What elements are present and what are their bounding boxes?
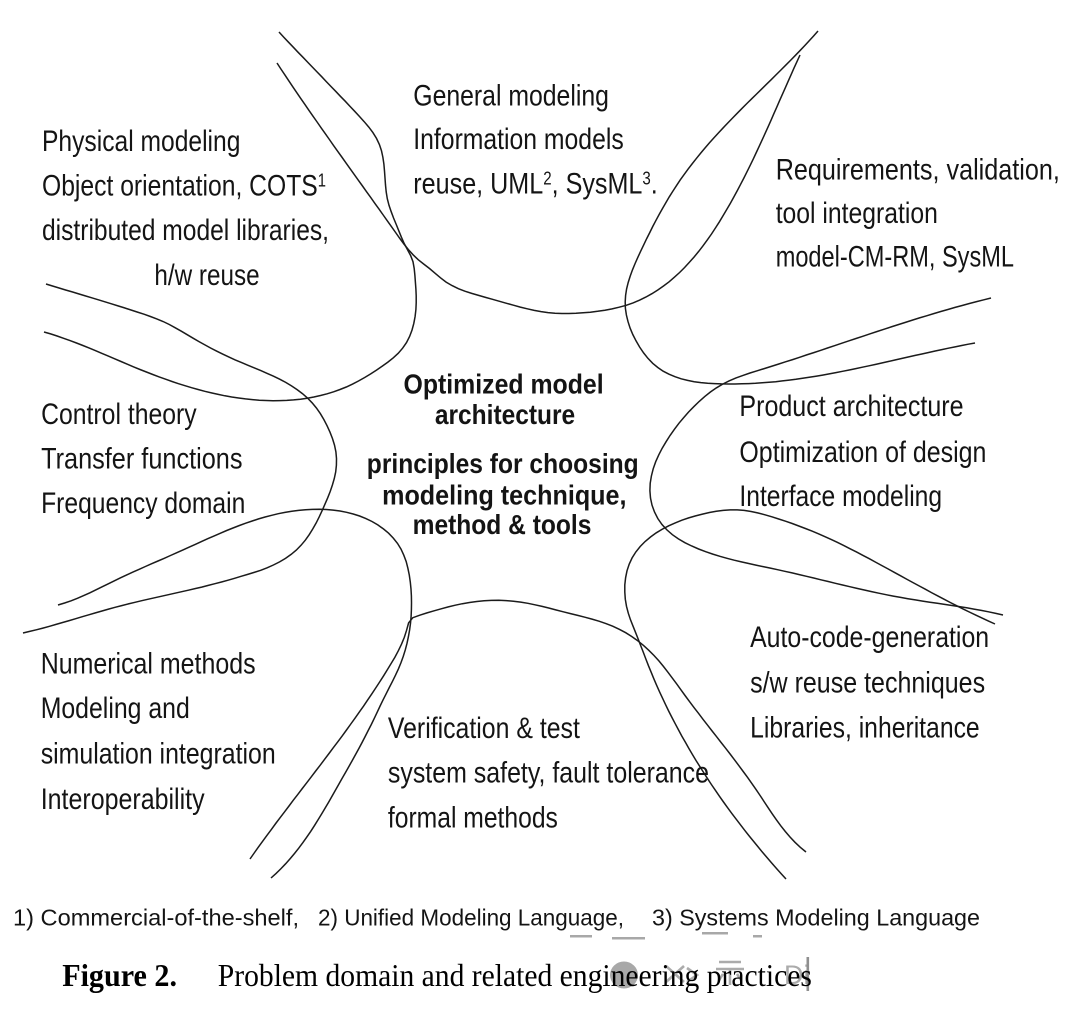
svg-text:Information models: Information models xyxy=(413,123,623,156)
svg-text:Requirements, validation,: Requirements, validation, xyxy=(776,154,1060,187)
svg-text:modeling technique,: modeling technique, xyxy=(382,480,626,511)
svg-text:Transfer functions: Transfer functions xyxy=(41,443,242,476)
svg-text:General modeling: General modeling xyxy=(413,80,609,113)
svg-text:Modeling and: Modeling and xyxy=(41,692,190,725)
svg-text:1) Commercial-of-the-shelf,: 1) Commercial-of-the-shelf, xyxy=(13,904,299,930)
svg-text:Figure 2.: Figure 2. xyxy=(62,958,177,993)
svg-text:Interoperability: Interoperability xyxy=(41,783,205,816)
svg-text:Numerical methods: Numerical methods xyxy=(41,648,256,681)
svg-text:Interface modeling: Interface modeling xyxy=(739,480,942,513)
svg-text:Verification & test: Verification & test xyxy=(388,712,581,745)
svg-text:architecture: architecture xyxy=(435,399,575,430)
svg-text:Problem domain and related eng: Problem domain and related engineering p… xyxy=(218,958,812,993)
svg-text:2) Unified Modeling Language,: 2) Unified Modeling Language, xyxy=(318,904,624,930)
svg-text:Optimized model: Optimized model xyxy=(404,369,604,400)
svg-text:simulation integration: simulation integration xyxy=(41,738,276,771)
svg-text:system safety, fault tolerance: system safety, fault tolerance xyxy=(388,757,709,790)
svg-text:Physical modeling: Physical modeling xyxy=(42,125,240,158)
svg-text:Di: Di xyxy=(784,960,810,990)
svg-text:Object orientation, COTS1: Object orientation, COTS1 xyxy=(42,170,326,203)
svg-text:Frequency domain: Frequency domain xyxy=(41,487,245,520)
svg-text:tool integration: tool integration xyxy=(776,197,938,230)
svg-text:reuse, UML2, SysML3.: reuse, UML2, SysML3. xyxy=(413,168,658,201)
svg-text:model-CM-RM, SysML: model-CM-RM, SysML xyxy=(776,240,1014,273)
svg-text:Product architecture: Product architecture xyxy=(739,390,963,423)
svg-text:h/w reuse: h/w reuse xyxy=(154,259,259,292)
svg-text:principles for choosing: principles for choosing xyxy=(367,448,639,479)
svg-text:Auto-code-generation: Auto-code-generation xyxy=(750,621,989,654)
svg-text:Optimization of design: Optimization of design xyxy=(739,436,986,469)
svg-text:formal methods: formal methods xyxy=(388,802,558,835)
svg-text:s/w reuse techniques: s/w reuse techniques xyxy=(750,667,985,700)
svg-text:distributed model libraries,: distributed model libraries, xyxy=(42,214,329,247)
svg-text:Control theory: Control theory xyxy=(41,398,197,431)
svg-text:Libraries, inheritance: Libraries, inheritance xyxy=(750,712,980,745)
svg-text:3) Systems Modeling Language: 3) Systems Modeling Language xyxy=(652,904,980,930)
svg-text:method & tools: method & tools xyxy=(413,509,592,540)
